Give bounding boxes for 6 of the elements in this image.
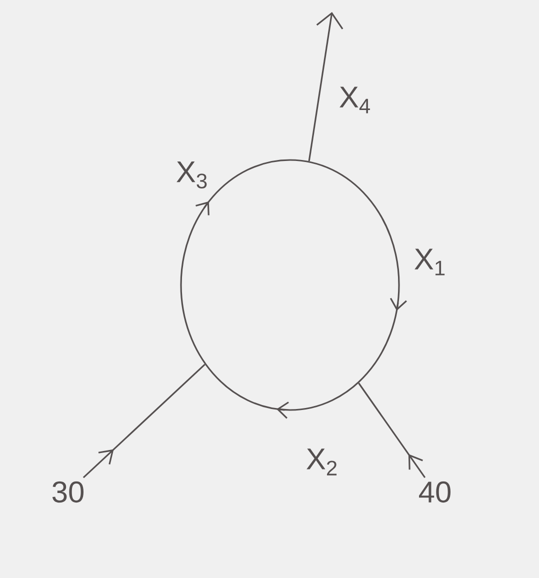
number-label: 30 (52, 481, 84, 503)
arrow (308, 12, 344, 162)
flow-label: X$_{2}$ (306, 448, 337, 476)
edge-label: X$_{4}$ (340, 86, 370, 114)
number-label: 40 (419, 481, 450, 503)
flow-label: X$_{3}$ (176, 162, 207, 188)
